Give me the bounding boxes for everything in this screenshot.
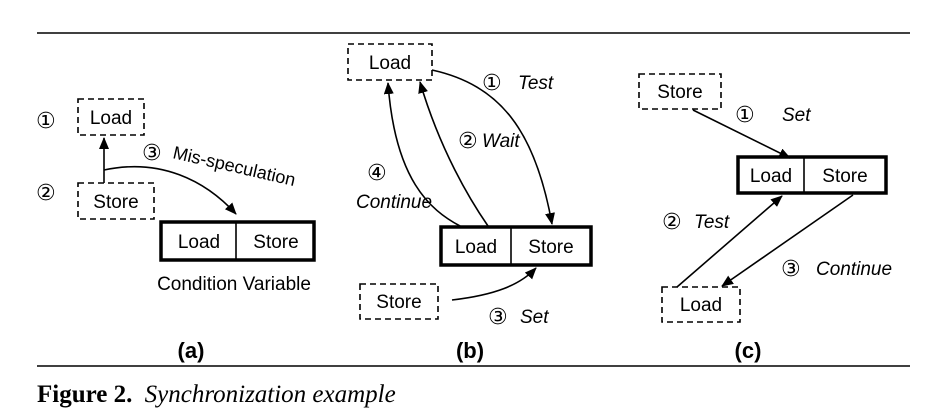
panel-a: ① Load ② Store ③ Mis-speculation Load St… — [36, 98, 316, 363]
panel-c: Store ① Set Load Store ② Test ③ Continue… — [638, 73, 892, 363]
panel-a-cv-load: Load — [178, 232, 220, 253]
panel-c-step2: ② — [662, 210, 682, 235]
panel-b-store-box — [359, 283, 439, 320]
panel-b-cv-store: Store — [528, 237, 573, 258]
panel-b-store-label: Store — [376, 292, 421, 313]
panel-b-step4: ④ — [367, 161, 387, 186]
panel-c-load-label: Load — [680, 295, 722, 316]
panel-c-store-box — [638, 73, 722, 110]
panel-b-test-label: Test — [518, 73, 554, 94]
panel-b-step1: ① — [482, 71, 502, 96]
panel-c-label: (c) — [735, 338, 762, 363]
panel-b-continue-arrow — [383, 82, 461, 227]
panel-c-cv-store: Store — [822, 166, 867, 187]
panel-a-misspeculation-label: Mis-speculation — [171, 142, 297, 190]
figure-title: Synchronization example — [145, 381, 396, 408]
panel-b-set-arrow — [451, 267, 537, 301]
panel-a-store-label: Store — [93, 192, 138, 213]
panel-a-cv-store: Store — [253, 232, 298, 253]
panel-a-misspeculation-arrow — [103, 165, 237, 215]
panel-b: Load ① Test ② Wait ④ Continue Load Store… — [347, 43, 593, 363]
panel-a-label: (a) — [178, 338, 205, 363]
panel-c-condition-variable — [736, 155, 888, 195]
panel-b-label: (b) — [456, 338, 484, 363]
panel-b-wait-arrow — [418, 81, 489, 227]
panel-b-step2: ② — [458, 129, 478, 154]
panel-c-step1: ① — [735, 103, 755, 128]
panel-b-condition-variable — [439, 225, 593, 267]
panel-c-set-label: Set — [782, 105, 811, 126]
panel-c-step3: ③ — [781, 257, 801, 282]
panel-b-wait-label: Wait — [482, 131, 520, 152]
panel-a-cv-caption: Condition Variable — [157, 274, 311, 295]
panel-b-continue-label: Continue — [356, 192, 432, 213]
panel-c-store-label: Store — [657, 82, 702, 103]
panel-c-set-arrow — [692, 109, 791, 159]
figure-caption: Figure 2. Synchronization example — [37, 381, 396, 408]
panel-b-step3: ③ — [488, 305, 508, 330]
panel-b-set-label: Set — [520, 307, 549, 328]
panel-b-cv-load: Load — [455, 237, 497, 258]
panel-c-test-arrow — [676, 195, 783, 288]
panel-b-load-label: Load — [369, 53, 411, 74]
panel-c-continue-label: Continue — [816, 259, 892, 280]
panel-b-load-box — [347, 43, 433, 81]
panel-c-continue-arrow — [721, 194, 854, 287]
panel-a-store-box — [77, 182, 155, 220]
panel-a-load-label: Load — [90, 108, 132, 129]
panel-a-condition-variable — [159, 220, 316, 262]
panel-c-test-label: Test — [694, 212, 730, 233]
panel-c-load-box — [661, 286, 741, 323]
panel-a-step2: ② — [36, 181, 56, 206]
panel-a-step1: ① — [36, 109, 56, 134]
panel-c-cv-load: Load — [750, 166, 792, 187]
panel-a-load-box — [77, 98, 145, 136]
panel-a-step3: ③ — [142, 141, 162, 166]
figure-number: Figure 2. — [37, 381, 132, 408]
panel-b-test-arrow — [431, 69, 555, 225]
